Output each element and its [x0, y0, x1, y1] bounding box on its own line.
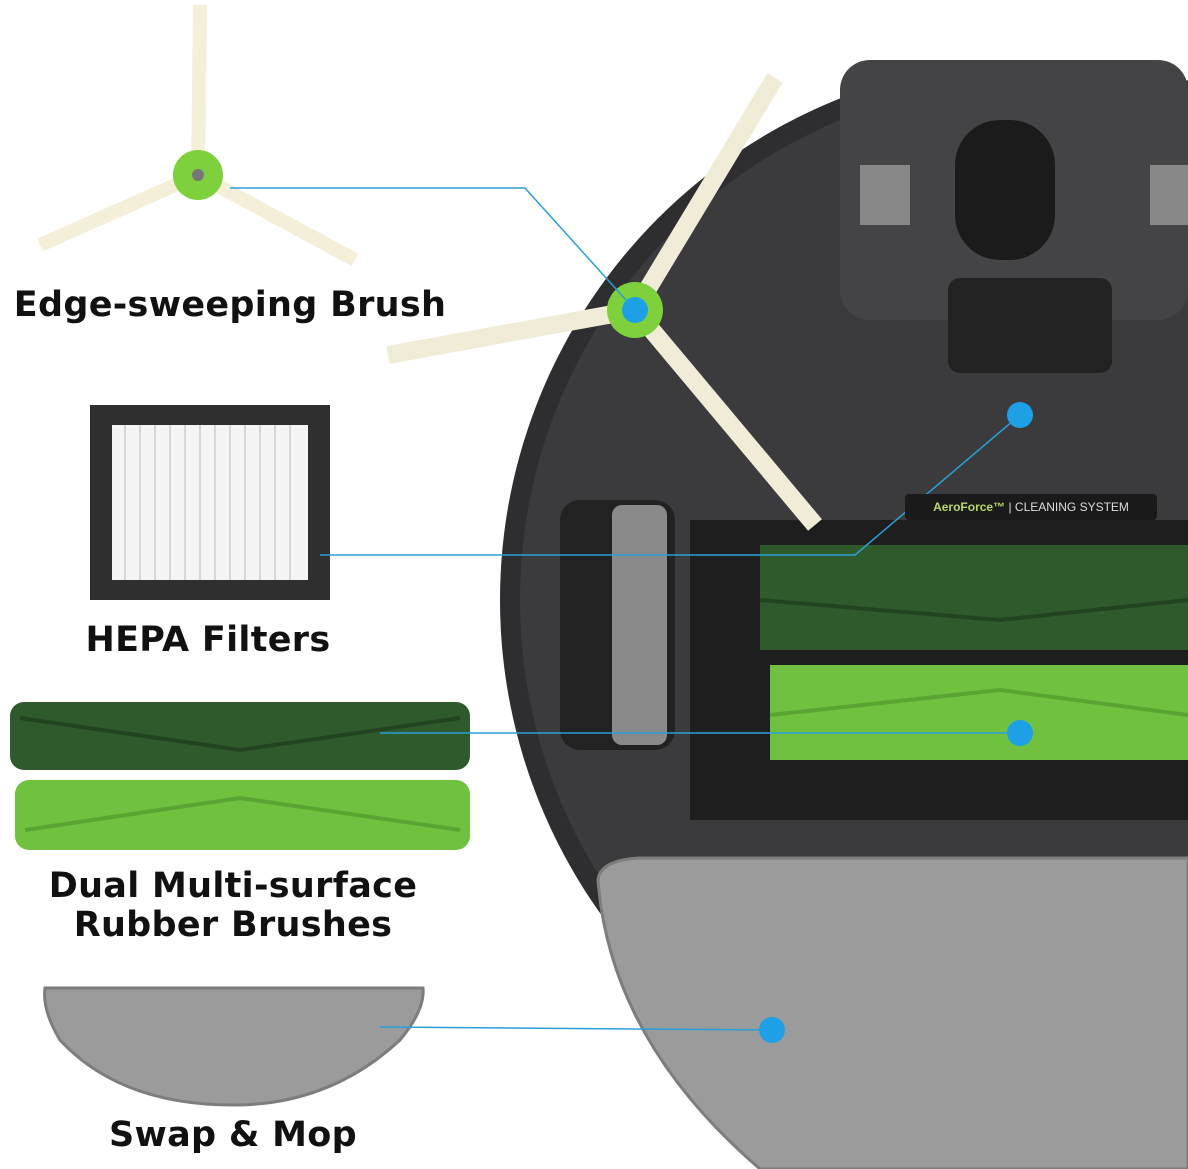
light-roller — [770, 665, 1188, 760]
label-edge-brush: Edge-sweeping Brush — [13, 285, 447, 325]
label-rubber-line2: Rubber Brushes — [73, 905, 393, 945]
callout-dot-hepa — [1007, 402, 1033, 428]
edge-brush-image — [37, 4, 359, 267]
label-hepa: HEPA Filters — [85, 620, 331, 660]
callout-dot-rubber-brushes — [1007, 720, 1033, 746]
callout-dot-edge-brush — [622, 297, 648, 323]
rubber-brushes-image — [10, 702, 470, 850]
hepa-filter-image — [90, 405, 330, 600]
callout-lines — [230, 187, 1021, 1031]
robot-mop-pad — [596, 856, 1188, 1169]
badge-brand: AeroForce™ — [933, 500, 1006, 514]
aeroforce-badge: AeroForce™ | CLEANING SYSTEM — [905, 494, 1157, 520]
caster-wheel — [955, 120, 1055, 260]
callout-dots — [622, 297, 1033, 1043]
robot-side-brush — [386, 73, 822, 531]
label-rubber-line1: Dual Multi-surface — [48, 866, 418, 906]
mop-pad-image — [43, 986, 425, 1107]
dark-roller — [760, 545, 1188, 650]
label-mop: Swap & Mop — [108, 1115, 358, 1155]
callout-dot-mop — [759, 1017, 785, 1043]
vent-grille — [948, 278, 1112, 373]
badge-separator: | — [1008, 500, 1012, 514]
badge-system: CLEANING SYSTEM — [1014, 500, 1129, 514]
